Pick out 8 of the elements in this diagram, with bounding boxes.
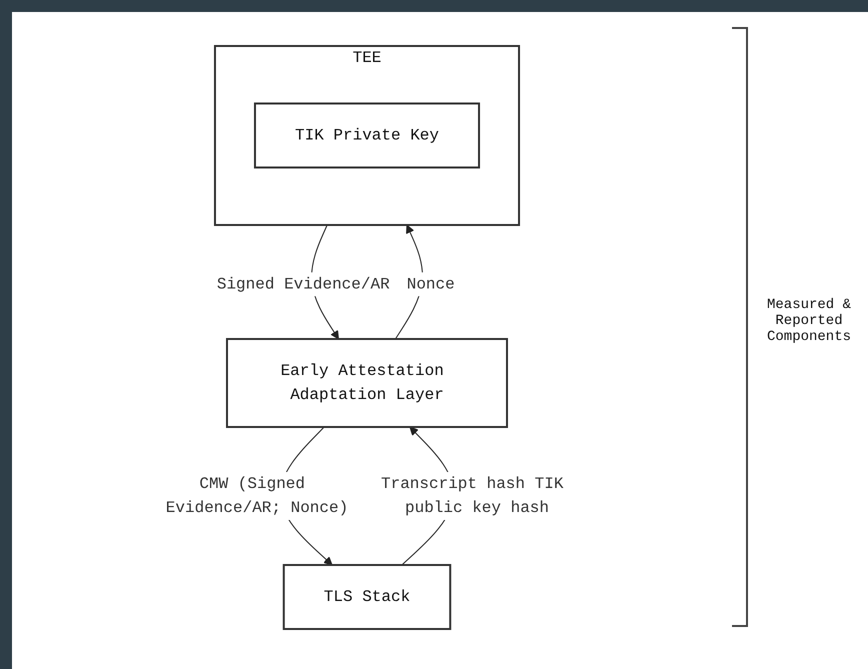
node-box: Early Attestation Adaptation Layer xyxy=(226,338,508,428)
node-box: TLS Stack xyxy=(282,564,452,630)
node-box: TIK Private Key xyxy=(254,102,480,168)
edge-label: Transcript hash TIK public key hash xyxy=(380,474,564,516)
edge-label: CMW (Signed Evidence/AR; Nonce) xyxy=(166,474,348,516)
edge-label: Nonce xyxy=(406,274,455,293)
bracket-label: Measured & Reported Components xyxy=(766,297,852,345)
edge-label: Signed Evidence/AR xyxy=(216,274,390,293)
